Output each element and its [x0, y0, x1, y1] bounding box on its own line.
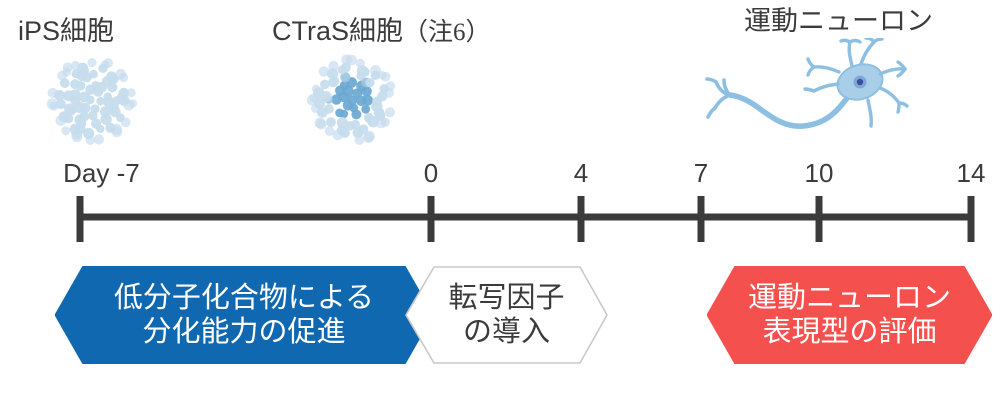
colony-cell — [71, 128, 83, 140]
colony-cell — [318, 66, 330, 77]
colony-cell — [324, 126, 335, 137]
banner-compound: 低分子化合物による 分化能力の促進 — [55, 266, 433, 364]
timeline-ticks — [76, 196, 975, 242]
colony-cell — [336, 117, 348, 129]
colony-cell — [309, 92, 320, 104]
colony-cell — [362, 94, 373, 106]
colony-cell — [328, 60, 339, 72]
banner-phenotype-evaluation: 運動ニューロン 表現型の評価 — [707, 266, 992, 364]
colony-cell — [356, 65, 368, 77]
colony-cell — [93, 134, 105, 145]
banner-transcription-factor-shape — [405, 266, 608, 364]
ips-cell-colony — [46, 57, 138, 145]
colony-cell — [377, 70, 387, 80]
colony-cell — [85, 135, 96, 145]
colony-cell — [78, 91, 90, 103]
colony-cell — [311, 103, 321, 113]
neuron-axon — [727, 91, 853, 129]
colony-cell — [123, 99, 135, 111]
stage-label-ctras-text: CTraS細胞 — [272, 16, 404, 46]
colony-cell — [70, 60, 81, 71]
banner-phenotype-evaluation-shape — [707, 266, 992, 364]
colony-cell — [342, 100, 354, 111]
colony-cell — [61, 126, 71, 136]
colony-cell — [87, 110, 98, 121]
colony-cell — [363, 130, 375, 142]
colony-cell — [315, 118, 327, 130]
colony-cell — [64, 103, 75, 115]
colony-cell — [96, 96, 105, 106]
colony-cell — [47, 87, 58, 99]
motor-neuron-illustration — [705, 38, 909, 129]
tick-label-day-10: 10 — [804, 158, 834, 188]
tick-label-day-minus-7: Day -7 — [63, 158, 140, 188]
colony-cell — [331, 94, 342, 105]
colony-cell — [351, 109, 362, 120]
colony-cell — [118, 72, 129, 83]
neuron-nucleolus — [856, 78, 864, 86]
colony-cell — [100, 113, 112, 125]
colony-cell — [311, 84, 321, 94]
colony-cell — [346, 54, 357, 66]
tick-label-day-4: 4 — [573, 158, 589, 188]
colony-cell — [46, 98, 58, 110]
colony-cell — [116, 92, 128, 103]
stage-label-ctras: CTraS細胞（注6） — [272, 16, 491, 46]
colony-cell — [355, 58, 365, 68]
colony-cell — [326, 117, 336, 128]
colony-cell — [375, 117, 387, 129]
colony-cell — [63, 90, 75, 102]
colony-cell — [59, 78, 70, 89]
colony-cell — [361, 104, 371, 114]
colony-cell — [96, 124, 105, 133]
neuron-axon-terminals — [705, 77, 732, 119]
stage-label-motor-neuron: 運動ニューロン — [744, 6, 933, 36]
colony-cell — [74, 114, 86, 126]
colony-cell — [361, 86, 372, 97]
stage-label-ips: iPS細胞 — [18, 16, 115, 46]
colony-cell — [110, 123, 123, 135]
banner-compound-shape — [55, 266, 433, 364]
colony-cell — [70, 79, 80, 90]
colony-cell — [62, 62, 73, 73]
tick-label-day-7: 7 — [693, 158, 709, 188]
timeline-axis — [76, 196, 975, 242]
colony-cell — [55, 115, 67, 126]
colony-cell — [103, 92, 113, 101]
colony-cell — [384, 107, 395, 118]
colony-cell — [365, 78, 375, 88]
colony-cell — [89, 69, 98, 79]
ctras-cell-colony — [306, 54, 396, 145]
tick-label-day-14: 14 — [956, 158, 986, 188]
tick-label-day-0: 0 — [423, 158, 439, 188]
banner-transcription-factor: 転写因子 の導入 — [405, 266, 608, 364]
colony-cell — [352, 127, 364, 139]
colony-cell — [335, 108, 344, 118]
colony-cell — [126, 88, 136, 98]
colony-cell — [120, 117, 131, 128]
neuron-dendrites — [803, 38, 909, 128]
colony-cell — [332, 129, 344, 141]
colony-cell — [71, 69, 81, 79]
colony-cell — [340, 62, 351, 73]
colony-cell — [320, 79, 330, 90]
colony-cell — [100, 60, 110, 70]
colony-cell — [384, 87, 395, 98]
colony-cell — [107, 81, 118, 93]
stage-label-ctras-note: （注6） — [403, 19, 491, 46]
colony-cell — [354, 135, 365, 145]
colony-cell — [87, 57, 97, 68]
colony-cell — [340, 72, 351, 83]
